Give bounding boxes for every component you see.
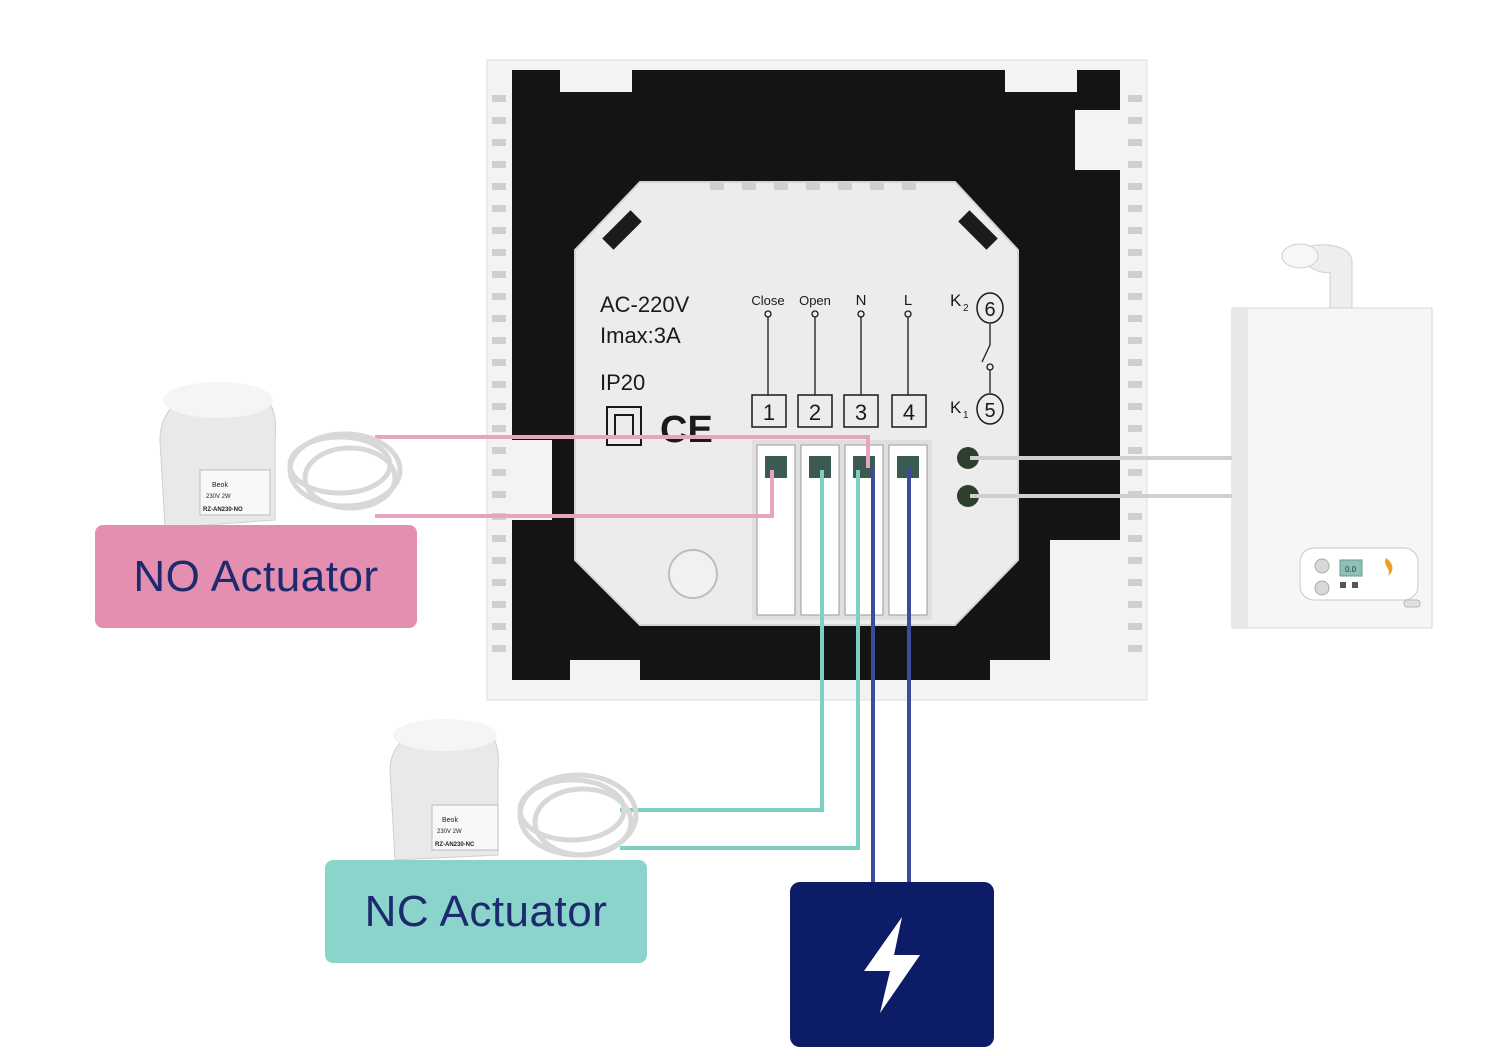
terminal-number-1: 1 [763,400,775,425]
terminal-label-l: L [904,292,912,309]
terminal-label-n: N [856,292,867,309]
gas-boiler-icon: 0.0 [1231,243,1433,629]
relay-k2-subscript: 2 [963,303,969,314]
lightning-bolt-icon [864,916,920,1013]
nc-actuator-brand-text: Beok [442,817,458,824]
relay-k1-subscript: 1 [963,410,969,421]
cable-knockout [668,549,718,599]
rating-voltage-text: AC-220V [600,292,690,317]
no-actuator-brand-text: Beok [212,482,228,489]
ip-rating-text: IP20 [600,370,645,395]
relay-k2-number: 6 [984,299,995,321]
no-actuator-cable-coil-icon [287,431,403,511]
no-actuator-spec-text: 230V 2W [206,494,231,500]
rating-current-text: Imax:3A [600,323,681,348]
wire-nc-actuator-neutral [620,470,860,850]
nc-actuator-model-text: RZ-AN230-NC [435,842,475,848]
screw-terminal-4 [897,456,919,478]
terminal-number-boxes [751,394,927,428]
wire-nc-actuator-open [620,470,824,812]
terminal-labels: Close Open N L [751,292,912,309]
thermostat-back-panel: AC-220V Imax:3A IP20 CE Close Open N L [486,59,1148,701]
relay-screw-5 [957,485,979,507]
nc-actuator-label: NC Actuator [325,860,647,963]
relay-k1-number: 5 [984,400,995,422]
screw-terminal-1 [765,456,787,478]
no-actuator-model-text: RZ-AN230-NO [203,507,243,513]
relay-k2-label: K [950,291,962,310]
vent-slots-left [492,95,506,652]
ce-mark-icon: CE [660,409,713,451]
mounting-clips [512,66,1120,684]
relay-contacts: K 2 6 K 1 5 [950,291,1004,425]
nc-actuator-device: Beok 230V 2W RZ-AN230-NC [389,719,639,861]
power-source-box [790,882,994,1047]
terminal-label-close: Close [751,293,784,308]
wire-no-actuator-close [375,470,774,518]
terminal-label-open: Open [799,293,831,308]
vent-slots-right [1128,95,1142,652]
no-actuator-device: Beok 230V 2W RZ-AN230-NO [159,382,403,529]
no-actuator-label: NO Actuator [95,525,417,628]
relay-screw-6 [957,447,979,469]
relay-k1-label: K [950,398,962,417]
terminal-number-4: 4 [903,400,915,425]
terminal-number-3: 3 [855,400,867,425]
terminal-number-2: 2 [809,400,821,425]
wire-no-actuator-neutral [375,435,870,468]
nc-actuator-cable-coil-icon [517,772,639,858]
wires [375,435,1235,885]
nc-actuator-spec-text: 230V 2W [437,829,462,835]
boiler-display-text: 0.0 [1345,565,1357,574]
screw-terminal-2 [809,456,831,478]
